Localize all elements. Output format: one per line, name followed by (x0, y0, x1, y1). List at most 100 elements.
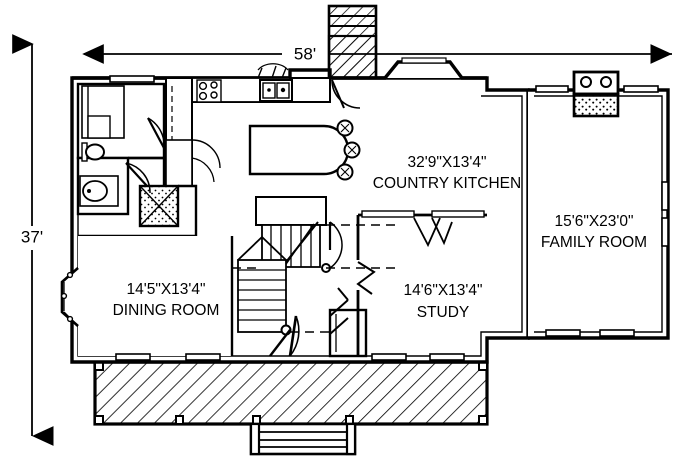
sink-drain (267, 88, 271, 92)
height-label-text: 37' (21, 227, 43, 246)
burner (198, 91, 208, 101)
width-label-text: 58' (294, 44, 316, 63)
front-porch (93, 360, 489, 426)
study-name: STUDY (417, 304, 470, 321)
dining-window (185, 353, 221, 361)
bay-angle-wall (384, 61, 399, 79)
stair-winder-lines (237, 236, 287, 261)
family-room-name: FAMILY ROOM (541, 234, 647, 251)
front-door-swing (289, 315, 300, 357)
burner (210, 91, 218, 99)
height-label-backing (10, 226, 54, 250)
height-dimension-label: 37' (10, 226, 54, 250)
stool-cross (340, 123, 350, 133)
room-label-study: 14'6"X13'4" STUDY (404, 282, 483, 321)
step-side-wall (249, 422, 261, 456)
stair-direction-arrow-2 (285, 223, 315, 265)
porch-post (94, 415, 104, 425)
stool-cross (340, 167, 350, 177)
room-label-country-kitchen: 32'9"X13'4" COUNTRY KITCHEN (373, 154, 521, 192)
bath-divider-wall (128, 156, 166, 186)
room-label-family-room: 15'6"X23'0" FAMILY ROOM (541, 213, 647, 251)
dining-window (115, 353, 151, 361)
study-size: 14'6"X13'4" (404, 282, 483, 299)
bay-angle-wall (449, 61, 463, 79)
family-window (661, 181, 669, 211)
island-stools (336, 119, 361, 181)
stool-cross (347, 145, 357, 155)
kitchen-double-sink-icon (257, 63, 293, 102)
family-window (599, 329, 635, 337)
family-window (535, 85, 569, 93)
bay-joint (66, 315, 74, 323)
dining-room-area (60, 236, 234, 361)
study-french-doors (361, 210, 485, 248)
sink-window-arc (257, 63, 289, 71)
appliance-door-swing (191, 139, 221, 169)
fireplace (572, 70, 620, 118)
fireplace-flue (600, 76, 612, 88)
family-window (661, 217, 669, 247)
burner (210, 81, 218, 89)
room-label-dining-room: 14'5"X13'4" DINING ROOM (113, 281, 220, 319)
family-window (623, 85, 659, 93)
front-door-jamb (269, 329, 291, 357)
stair-upper-landing (255, 196, 327, 226)
sink-drain (87, 189, 91, 193)
laundry-window (109, 75, 155, 83)
winder-staircase (237, 196, 343, 336)
laundry-door-leaf (147, 117, 165, 149)
bay-joint (60, 292, 68, 300)
dining-room-name: DINING ROOM (113, 302, 220, 319)
family-window (545, 329, 581, 337)
study-window (371, 353, 407, 361)
cooktop-body (196, 79, 222, 103)
bay-joint (66, 271, 74, 279)
bay-window-glass (401, 57, 447, 64)
dining-bay-window (60, 267, 79, 327)
front-porch-steps (249, 422, 357, 456)
bath-laundry-area (76, 75, 198, 238)
french-door-panel-right (431, 210, 485, 218)
bath-door-leaf (125, 162, 148, 187)
stair-door-swing (329, 221, 343, 269)
front-door-leaf (288, 315, 298, 357)
width-label-backing (282, 42, 328, 66)
foyer-beam-lines (232, 224, 396, 333)
study-opening-zigzag (356, 261, 376, 295)
porch-post (478, 415, 488, 425)
study-window (429, 353, 465, 361)
study-area (356, 210, 487, 361)
front-entry (269, 287, 368, 358)
lavatory-sink-icon (79, 175, 119, 207)
fireplace-hearth (572, 92, 620, 118)
rear-entry-steps (327, 4, 378, 109)
dining-room-floor (78, 236, 232, 356)
sink-window-mullions (257, 65, 287, 79)
rear-bay-windows (384, 57, 463, 79)
utility-sink (87, 115, 111, 139)
appliance-door-swing-2 (191, 157, 215, 183)
porch-post (175, 415, 184, 425)
kitchen-island (248, 119, 361, 181)
family-room-size: 15'6"X23'0" (555, 213, 634, 230)
fireplace-flue (580, 76, 592, 88)
front-porch-slab (93, 360, 489, 426)
stair-lower-run (237, 259, 287, 333)
width-dimension-label: 58' (282, 42, 328, 66)
kitchen-base-cabinet (165, 139, 193, 187)
sink-drain (280, 87, 286, 93)
closet-cross-lines (139, 185, 179, 227)
closet-bifold-door (329, 287, 349, 317)
family-room-area (535, 70, 669, 337)
island-body (248, 124, 350, 176)
burner (198, 81, 208, 91)
toilet-icon (81, 142, 105, 162)
rear-landing (327, 34, 378, 80)
country-kitchen-name: COUNTRY KITCHEN (373, 175, 521, 192)
step-side-wall (345, 422, 357, 456)
closet-bifold-door-2 (329, 317, 349, 335)
porch-step-block (249, 422, 357, 456)
